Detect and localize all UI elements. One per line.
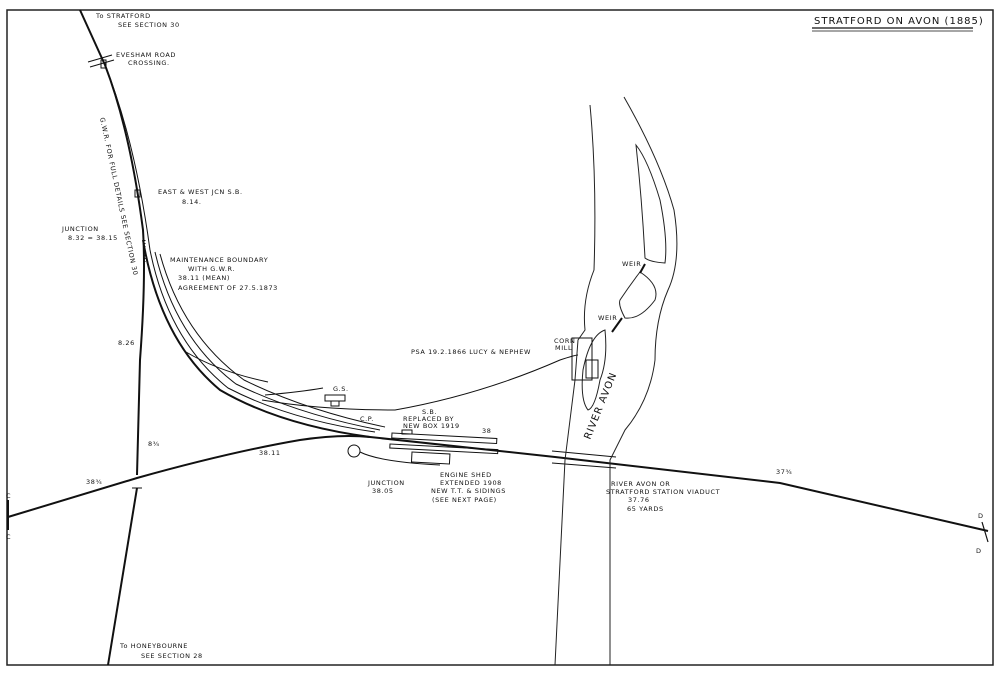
junction-curve-main	[142, 239, 371, 438]
shed-siding	[359, 451, 441, 466]
label-sb-newbox: NEW BOX 1919	[403, 422, 460, 430]
label-corn: CORN	[554, 337, 575, 345]
road-crossing	[87, 54, 113, 63]
label-sb: S.B.	[422, 408, 437, 416]
label-engine-shed-see: (SEE NEXT PAGE)	[432, 496, 497, 504]
label-goods-shed: G.S.	[333, 385, 349, 393]
label-38-3-4: 38¾	[86, 478, 102, 486]
label-engine-shed-new: NEW T.T. & SIDINGS	[431, 487, 506, 495]
label-east-west-mileage: 8.14.	[182, 198, 202, 206]
label-sb-replaced: REPLACED BY	[403, 415, 454, 423]
river-left-bank	[554, 104, 596, 666]
label-maintenance-3: 38.11 (MEAN)	[178, 274, 230, 282]
label-weir-upper: WEIR	[622, 260, 641, 268]
label-38: 38	[482, 427, 491, 435]
label-maintenance-4: AGREEMENT OF 27.5.1873	[178, 284, 278, 292]
junction-curve-4	[159, 253, 386, 428]
label-to-honeybourne-sub: SEE SECTION 28	[141, 652, 203, 660]
gwr-line-north	[79, 9, 145, 476]
label-d-bottom: D	[976, 547, 982, 555]
label-8-3-4: 8¾	[148, 440, 160, 448]
label-junction-2-mileage: 38.05	[372, 487, 394, 495]
label-gwr-vertical: G.W.R. FOR FULL DETAILS SEE SECTION 30	[98, 117, 139, 277]
label-evesham-road: EVESHAM ROAD	[116, 51, 176, 59]
label-engine-shed: ENGINE SHED	[440, 471, 492, 479]
label-maintenance-1: MAINTENANCE BOUNDARY	[170, 256, 268, 264]
label-river-avon: RIVER AVON	[583, 371, 620, 441]
label-junction-2: JUNCTION	[367, 479, 405, 487]
engine-shed	[410, 451, 451, 465]
label-38-11: 38.11	[259, 449, 281, 457]
weir-lower	[611, 317, 623, 333]
siding-curve	[185, 351, 269, 383]
viaduct-parapet-2	[551, 462, 617, 469]
road-crossing-2	[89, 59, 115, 68]
label-to-honeybourne: To HONEYBOURNE	[119, 642, 188, 650]
junction-curve-2	[149, 249, 376, 433]
label-c-top: C	[6, 492, 11, 500]
goods-shed-2	[330, 400, 340, 407]
label-junction: JUNCTION	[61, 225, 99, 233]
viaduct-parapet-1	[551, 450, 617, 458]
label-826: 8.26	[118, 339, 135, 347]
label-to-stratford: To STRATFORD	[95, 12, 151, 20]
goods-shed	[324, 394, 346, 402]
island-upper	[635, 143, 667, 264]
goods-siding-2	[261, 354, 579, 411]
label-c-bottom: C	[6, 533, 11, 541]
sheet-frame	[6, 9, 994, 666]
corn-mill	[571, 337, 593, 381]
label-cattle-pens: C.P.	[360, 415, 374, 423]
diagram-title: STRATFORD ON AVON (1885)	[814, 16, 984, 27]
label-to-stratford-sub: SEE SECTION 30	[118, 21, 180, 29]
label-d-top: D	[978, 512, 984, 520]
label-junction-mileage: 8.32 = 38.15	[68, 234, 118, 242]
station-platform	[391, 432, 498, 445]
honeybourne-line	[107, 487, 138, 666]
label-engine-shed-extended: EXTENDED 1908	[440, 479, 502, 487]
island-mill	[581, 329, 607, 411]
label-east-west-jcn: EAST & WEST JCN S.B.	[158, 188, 243, 196]
label-viaduct-mileage: 37.76	[628, 496, 650, 504]
goods-siding	[264, 387, 324, 396]
east-west-signal-box	[134, 189, 141, 198]
label-mill: MILL	[555, 344, 572, 352]
label-psa: PSA 19.2.1866 LUCY & NEPHEW	[411, 348, 531, 356]
label-viaduct-2: STRATFORD STATION VIADUCT	[606, 488, 720, 496]
island-middle	[619, 271, 657, 319]
label-maintenance-2: WITH G.W.R.	[188, 265, 235, 273]
platform-2	[389, 443, 499, 455]
label-weir-lower: WEIR	[598, 314, 617, 322]
d-end-mark	[981, 521, 989, 543]
junction-curve-3	[154, 251, 381, 431]
river-right-bank	[609, 96, 678, 665]
crossing-box	[100, 59, 107, 69]
weir-upper	[639, 263, 646, 274]
gwr-line-second	[104, 64, 151, 251]
turntable	[347, 444, 361, 458]
corn-mill-annex	[585, 359, 599, 379]
label-37-3-4: 37¾	[776, 468, 792, 476]
label-crossing: CROSSING.	[128, 59, 170, 67]
label-viaduct-1: RIVER AVON OR	[611, 480, 670, 488]
new-signal-box	[401, 429, 413, 435]
label-viaduct-length: 65 YARDS	[627, 505, 664, 513]
